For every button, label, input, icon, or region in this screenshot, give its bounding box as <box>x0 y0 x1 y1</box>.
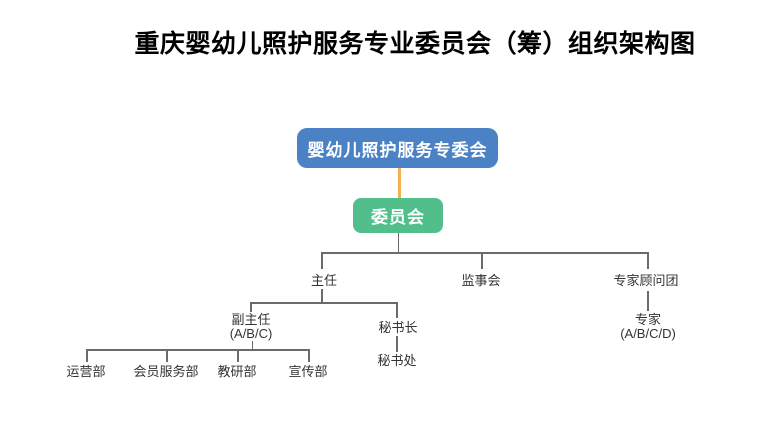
experts-label-line2: (A/B/C/D) <box>620 326 676 341</box>
stub-supervisory-board <box>481 252 483 269</box>
connector-secgen-secretariat <box>396 336 398 352</box>
connector-deputy-down <box>251 341 253 349</box>
experts-label-line1: 专家 <box>634 312 661 327</box>
node-deputy: 副主任 (A/B/C) <box>230 313 273 341</box>
deputy-label-line2: (A/B/C) <box>229 326 273 341</box>
stub-dept-publicity <box>308 349 310 362</box>
connector-advisory-experts <box>647 291 649 311</box>
node-dept-member-service: 会员服务部 <box>133 364 199 379</box>
node-dept-operations: 运营部 <box>66 364 106 379</box>
node-committee: 委员会 <box>353 198 443 233</box>
node-dept-teaching-research: 教研部 <box>217 364 257 379</box>
stub-secretary-general <box>396 302 398 318</box>
chart-title: 重庆婴幼儿照护服务专业委员会（筹）组织架构图 <box>134 31 696 58</box>
node-supervisory-board: 监事会 <box>461 273 501 288</box>
stub-dept-teaching-research <box>237 349 239 362</box>
rail-level1 <box>321 252 648 254</box>
node-director: 主任 <box>310 273 338 288</box>
rail-departments <box>86 349 308 351</box>
node-secretariat: 秘书处 <box>377 353 417 368</box>
stub-dept-member-service <box>166 349 168 362</box>
stub-dept-operations <box>86 349 88 362</box>
node-dept-publicity: 宣传部 <box>288 364 328 379</box>
node-experts: 专家 (A/B/C/D) <box>620 313 676 341</box>
connector-root-committee <box>398 168 401 198</box>
node-advisory-group: 专家顾问团 <box>613 273 679 288</box>
connector-committee-down <box>397 233 399 252</box>
deputy-label-line1: 副主任 <box>231 312 271 327</box>
stub-deputy <box>250 302 252 312</box>
stub-advisory-group <box>647 252 649 269</box>
node-root: 婴幼儿照护服务专委会 <box>297 128 498 168</box>
rail-director <box>250 302 398 304</box>
connector-director-down <box>321 289 323 302</box>
node-secretary-general: 秘书长 <box>378 320 418 335</box>
stub-director <box>321 252 323 269</box>
